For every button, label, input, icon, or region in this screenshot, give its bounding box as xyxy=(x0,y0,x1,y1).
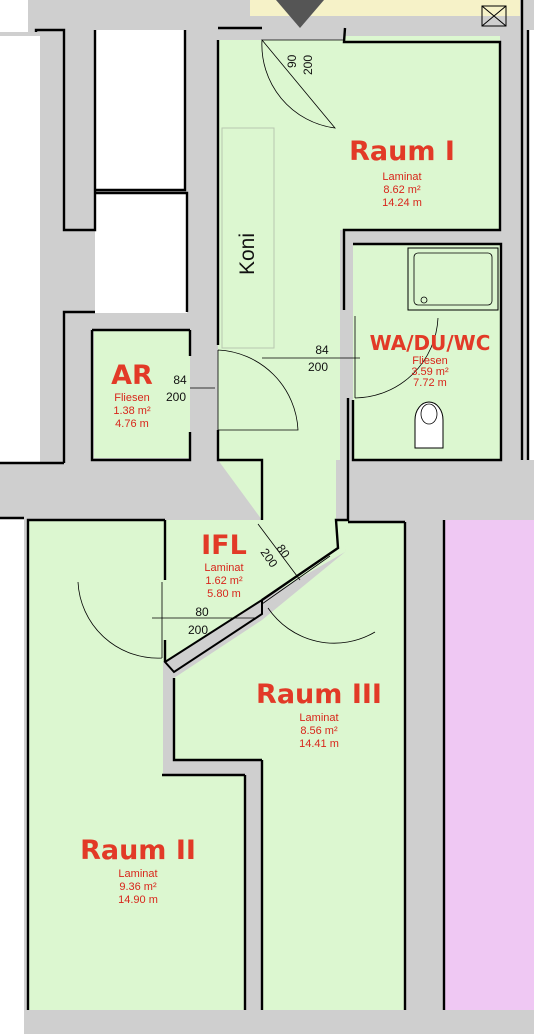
door-entry-width: 90 xyxy=(285,54,299,68)
door-raum2-swing xyxy=(77,581,163,659)
raum2-area: 9.36 m² xyxy=(119,881,157,893)
ar-area: 1.38 m² xyxy=(113,405,151,417)
white-room-b xyxy=(95,193,187,313)
raum3-name: Raum III xyxy=(256,679,382,710)
door-ar-width: 84 xyxy=(173,373,187,387)
door-raum2-width: 80 xyxy=(195,605,209,619)
raum2-material: Laminat xyxy=(118,868,157,880)
room-raum2-area xyxy=(28,520,245,1010)
raum3-material: Laminat xyxy=(299,712,338,724)
entry-marker xyxy=(276,0,324,28)
raum1-material: Laminat xyxy=(382,171,421,183)
raum3-perimeter: 14.41 m xyxy=(299,738,339,750)
shower-tray-inner xyxy=(413,252,493,306)
top-left-gap xyxy=(0,0,28,32)
raum2-name: Raum II xyxy=(80,835,196,866)
room-raum3-area xyxy=(174,522,405,1010)
ifl-perimeter: 5.80 m xyxy=(207,588,241,600)
window-box xyxy=(481,5,507,27)
door-ar-swing xyxy=(217,349,299,432)
shower-drain xyxy=(420,296,428,304)
ifl-material: Laminat xyxy=(204,562,243,574)
shower-tray xyxy=(407,247,499,311)
wa-name: WA/DU/WC xyxy=(370,331,491,355)
raum2-perimeter: 14.90 m xyxy=(118,894,158,906)
ifl-name: IFL xyxy=(201,530,247,561)
door-wa-width: 84 xyxy=(315,343,329,357)
ifl-area: 1.62 m² xyxy=(205,575,243,587)
door-entry-swing xyxy=(261,38,344,129)
raum1-name: Raum I xyxy=(349,136,455,167)
door-wa-height: 200 xyxy=(308,360,328,374)
toilet-icon xyxy=(414,401,444,449)
corridor-area xyxy=(165,40,340,662)
koni-label: Koni xyxy=(236,233,259,275)
exterior-white-area xyxy=(0,36,40,463)
door-wa-swing xyxy=(354,316,439,399)
right-white-top xyxy=(528,30,534,460)
white-room-a xyxy=(95,30,185,190)
wa-perimeter: 7.72 m xyxy=(413,377,447,389)
ar-name: AR xyxy=(111,360,153,391)
neighbour-room xyxy=(444,520,534,1010)
wall-edges xyxy=(0,0,530,1010)
door-dim-lines xyxy=(152,357,360,619)
toilet-seat xyxy=(420,403,438,425)
door-ar-height: 200 xyxy=(166,390,186,404)
raum3-area: 8.56 m² xyxy=(300,725,338,737)
wa-area: 3.59 m² xyxy=(411,366,449,378)
ar-perimeter: 4.76 m xyxy=(115,418,149,430)
room-ar-area xyxy=(94,330,190,458)
left-white-lower xyxy=(0,518,24,1034)
raum1-area: 8.62 m² xyxy=(383,184,421,196)
door-entry-height: 200 xyxy=(301,55,315,75)
wa-material: Fliesen xyxy=(412,355,447,367)
window-cross xyxy=(481,5,507,27)
ar-material: Fliesen xyxy=(114,392,149,404)
door-raum3-swing xyxy=(261,555,376,644)
raum1-perimeter: 14.24 m xyxy=(382,197,422,209)
door-raum2-height: 200 xyxy=(188,623,208,637)
koni-cabinet-outline xyxy=(221,127,275,349)
